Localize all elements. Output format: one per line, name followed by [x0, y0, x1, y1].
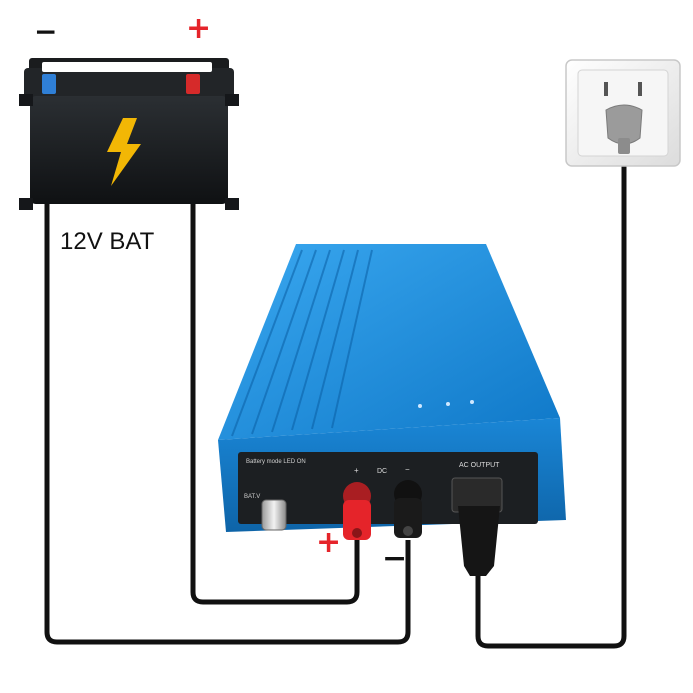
- power-plug-icon: [605, 104, 643, 154]
- battery-negative-sign: −: [34, 15, 58, 48]
- panel-label-dc: DC: [377, 468, 388, 475]
- battery-positive-sign: +: [186, 11, 212, 46]
- battery-label: 12V BAT: [60, 228, 155, 255]
- panel-label-mode: Battery mode LED ON: [246, 459, 306, 465]
- battery-handle: [42, 62, 212, 72]
- battery: [19, 58, 239, 210]
- terminal-positive-sign: +: [316, 525, 342, 560]
- voltage-knob: [261, 499, 287, 531]
- inverter-fins: [231, 249, 373, 437]
- ac-plug: [458, 506, 500, 576]
- lightning-icon: [107, 118, 141, 186]
- panel-label-minus: −: [405, 465, 410, 474]
- knob-label: BAT.V: [244, 494, 261, 500]
- ac-wire: [475, 150, 627, 649]
- dc-negative-terminal: [394, 480, 422, 538]
- wires: [44, 96, 627, 649]
- battery-positive-post: [186, 74, 200, 94]
- terminal-negative-sign: −: [382, 541, 408, 576]
- panel-label-plus: +: [354, 466, 359, 475]
- positive-wire: [190, 96, 360, 605]
- inverter-top: [218, 244, 560, 440]
- dc-positive-terminal: [343, 482, 371, 540]
- battery-top: [24, 68, 234, 98]
- panel-label-ac: AC OUTPUT: [459, 462, 500, 469]
- inverter: [218, 244, 566, 576]
- negative-wire: [44, 96, 411, 645]
- battery-negative-post: [42, 74, 56, 94]
